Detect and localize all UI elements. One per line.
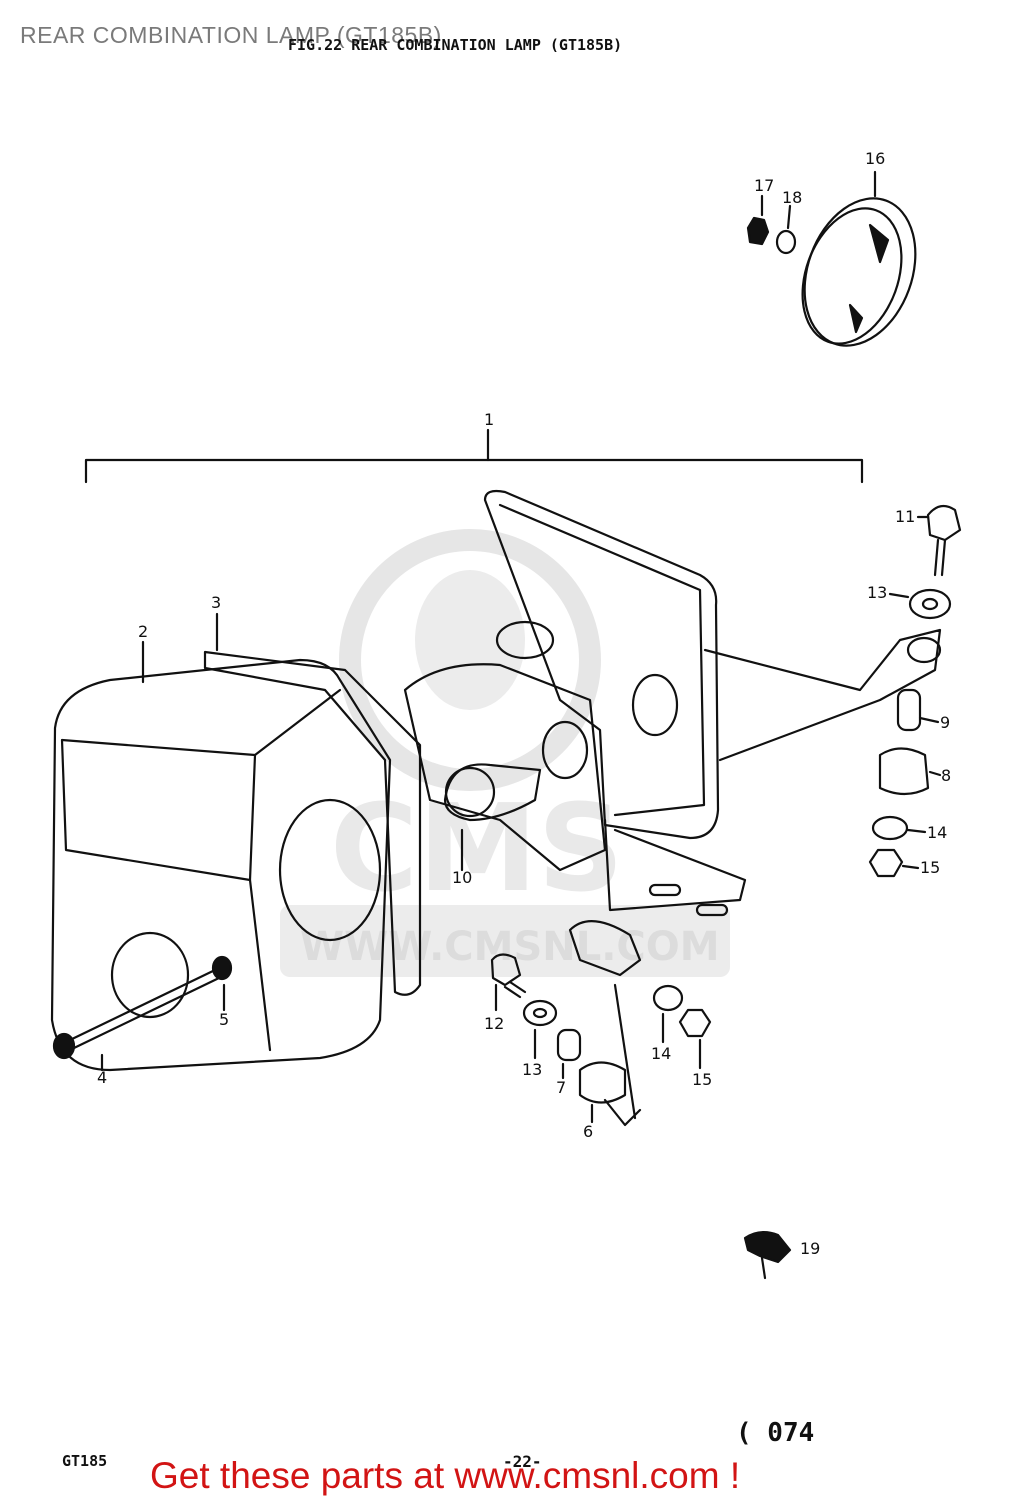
washer-18 bbox=[775, 229, 797, 255]
svg-text:CMS: CMS bbox=[330, 780, 624, 919]
callout-18: 18 bbox=[782, 188, 803, 207]
callout-8: 8 bbox=[941, 766, 952, 785]
page-number: -22- bbox=[503, 1452, 542, 1471]
cushion-6 bbox=[578, 1061, 627, 1104]
screw-long bbox=[52, 968, 221, 1060]
washer-14-upper bbox=[871, 815, 909, 841]
callout-19: 19 bbox=[800, 1239, 821, 1258]
callout-13-lower: 13 bbox=[522, 1060, 543, 1079]
washer-13-lower bbox=[522, 999, 558, 1027]
callout-15-upper: 15 bbox=[920, 858, 941, 877]
reference-code: ( 074 bbox=[736, 1418, 815, 1448]
nut-15-lower bbox=[678, 1008, 712, 1038]
callout-7: 7 bbox=[556, 1078, 567, 1097]
reflector-16 bbox=[801, 197, 917, 347]
collar-7 bbox=[556, 1028, 582, 1062]
callout-15-lower: 15 bbox=[692, 1070, 713, 1089]
bolt-12 bbox=[490, 953, 527, 999]
callout-17: 17 bbox=[754, 176, 775, 195]
callout-16: 16 bbox=[865, 149, 886, 168]
callout-3: 3 bbox=[211, 593, 222, 612]
grommet-5 bbox=[211, 955, 233, 981]
bulb-holder bbox=[403, 663, 607, 872]
callout-12: 12 bbox=[484, 1014, 505, 1033]
callout-6: 6 bbox=[583, 1122, 594, 1141]
watermark-text: WWW.CMSNL.COM bbox=[300, 924, 720, 970]
page-overlay-title: REAR COMBINATION LAMP (GT185B) bbox=[20, 22, 442, 48]
callout-11: 11 bbox=[895, 507, 916, 526]
clamp-19 bbox=[743, 1231, 792, 1280]
callout-5: 5 bbox=[219, 1010, 230, 1029]
callout-9: 9 bbox=[940, 713, 951, 732]
cushion-8 bbox=[878, 747, 942, 796]
callout-4: 4 bbox=[97, 1068, 108, 1087]
callout-13-upper: 13 bbox=[867, 583, 888, 602]
figure-title: FIG.22 REAR COMBINATION LAMP (GT185B) bbox=[288, 36, 623, 54]
callout-1: 1 bbox=[484, 410, 495, 429]
callout-2: 2 bbox=[138, 622, 149, 641]
promo-link[interactable]: Get these parts at www.cmsnl.com ! bbox=[150, 1455, 741, 1496]
bolt-11 bbox=[926, 504, 962, 577]
washer-14-lower bbox=[652, 984, 684, 1012]
cmsnl-watermark: WWW.CMSNL.COM CMS bbox=[280, 529, 730, 977]
gasket bbox=[203, 650, 422, 996]
collar-9 bbox=[896, 688, 940, 732]
callout-14-upper: 14 bbox=[927, 823, 948, 842]
nut-17 bbox=[746, 216, 770, 246]
footer-model: GT185 bbox=[62, 1452, 108, 1470]
washer-13-upper bbox=[908, 588, 952, 620]
callout-14-lower: 14 bbox=[651, 1044, 672, 1063]
nut-15-upper bbox=[868, 848, 904, 878]
callout-10: 10 bbox=[452, 868, 473, 887]
assembly-bracket bbox=[84, 458, 864, 484]
license-lamp-frame bbox=[483, 489, 942, 977]
